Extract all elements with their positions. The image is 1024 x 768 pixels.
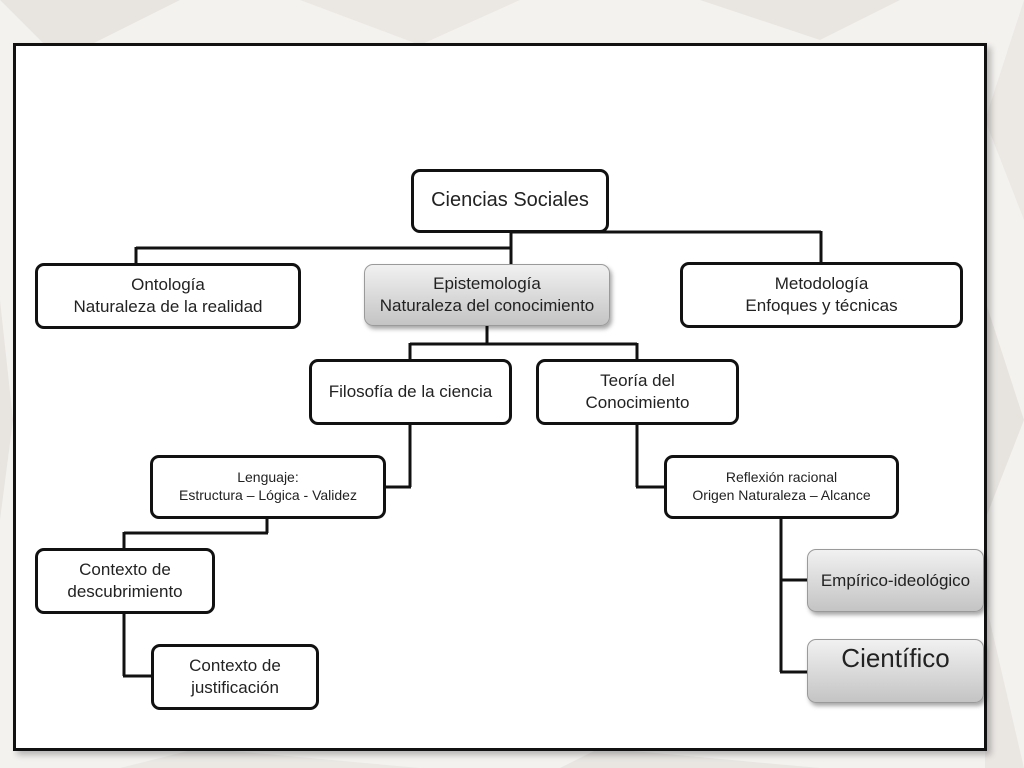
node-title: Reflexión racional [725,469,838,486]
node-filosofia-ciencia: Filosofía de la ciencia [309,359,512,425]
node-title: Teoría del [600,371,675,391]
node-contexto-descubrimiento: Contexto de descubrimiento [35,548,215,614]
node-cientifico: Científico [807,639,984,703]
node-epistemologia: Epistemología Naturaleza del conocimient… [364,264,610,326]
node-title: Contexto de [189,656,281,676]
node-subtitle: Origen Naturaleza – Alcance [692,487,871,503]
node-label: Ciencias Sociales [431,189,589,212]
node-label: Empírico-ideológico [820,570,971,590]
node-label: Filosofía de la ciencia [328,382,493,402]
node-subtitle: Naturaleza de la realidad [73,297,263,316]
node-lenguaje: Lenguaje: Estructura – Lógica - Validez [150,455,386,519]
node-title: Contexto de [79,560,171,580]
node-title: Metodología [774,274,869,294]
node-ontologia: Ontología Naturaleza de la realidad [35,263,301,329]
node-metodologia: Metodología Enfoques y técnicas [680,262,963,328]
node-subtitle: Estructura – Lógica - Validez [179,487,357,503]
node-contexto-justificacion: Contexto de justificación [151,644,319,710]
node-reflexion-racional: Reflexión racional Origen Naturaleza – A… [664,455,899,519]
node-ciencias-sociales: Ciencias Sociales [411,169,609,233]
node-subtitle: Conocimiento [585,393,690,412]
node-title: Ontología [131,275,205,295]
node-title: Epistemología [433,274,541,294]
node-title: Lenguaje: [237,469,299,486]
node-subtitle: justificación [191,678,279,697]
node-subtitle: descubrimiento [67,582,183,601]
node-label: Científico [841,643,950,673]
node-teoria-conocimiento: Teoría del Conocimiento [536,359,739,425]
node-subtitle: Enfoques y técnicas [745,296,898,315]
node-empirico-ideologico: Empírico-ideológico [807,549,984,612]
node-subtitle: Naturaleza del conocimiento [379,296,595,315]
